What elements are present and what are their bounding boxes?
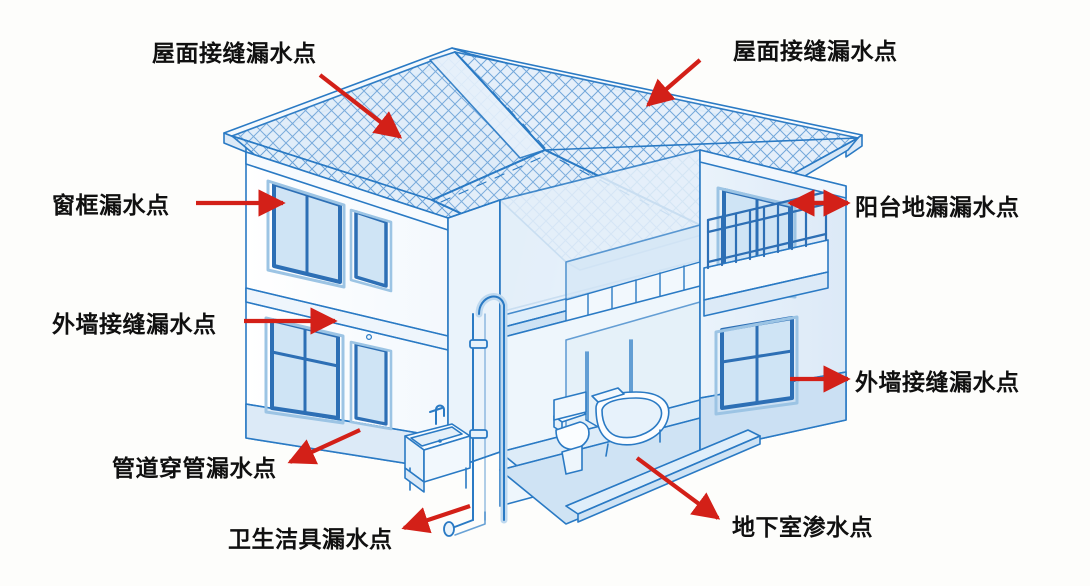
left-facade <box>245 151 449 471</box>
label-exterior-wall-left: 外墙接缝漏水点 <box>52 311 217 337</box>
window-upper-left <box>266 179 346 289</box>
bathtub <box>591 387 670 457</box>
pointer-arrows <box>196 58 851 534</box>
label-roof-joint-left: 屋面接缝漏水点 <box>152 40 317 66</box>
foundation <box>565 429 761 523</box>
window-lower-left <box>264 316 345 425</box>
arrow-roof-joint-right <box>645 58 702 107</box>
label-pipe-penetration: 管道穿管漏水点 <box>112 455 277 481</box>
downpipe <box>443 293 508 537</box>
utility-sink <box>404 404 471 493</box>
label-balcony-drain: 阳台地漏漏水点 <box>855 194 1020 220</box>
window-upper-left-small <box>349 208 393 293</box>
toilet <box>553 391 590 475</box>
label-sanitary-fixture: 卫生洁具漏水点 <box>228 526 393 552</box>
arrow-sanitary-fixture <box>401 504 471 534</box>
window-lower-left-small <box>349 334 393 431</box>
label-basement-seepage: 地下室渗水点 <box>732 514 873 540</box>
arrow-basement-seepage <box>635 456 721 520</box>
label-roof-joint-right: 屋面接缝漏水点 <box>733 38 898 64</box>
label-window-frame: 窗框漏水点 <box>52 192 170 218</box>
label-exterior-wall-right: 外墙接缝漏水点 <box>855 369 1020 395</box>
arrow-pipe-penetration <box>287 428 361 465</box>
bathroom-fixtures <box>553 339 670 475</box>
window-lower-right <box>714 315 799 416</box>
arrow-roof-joint-left <box>318 73 403 139</box>
